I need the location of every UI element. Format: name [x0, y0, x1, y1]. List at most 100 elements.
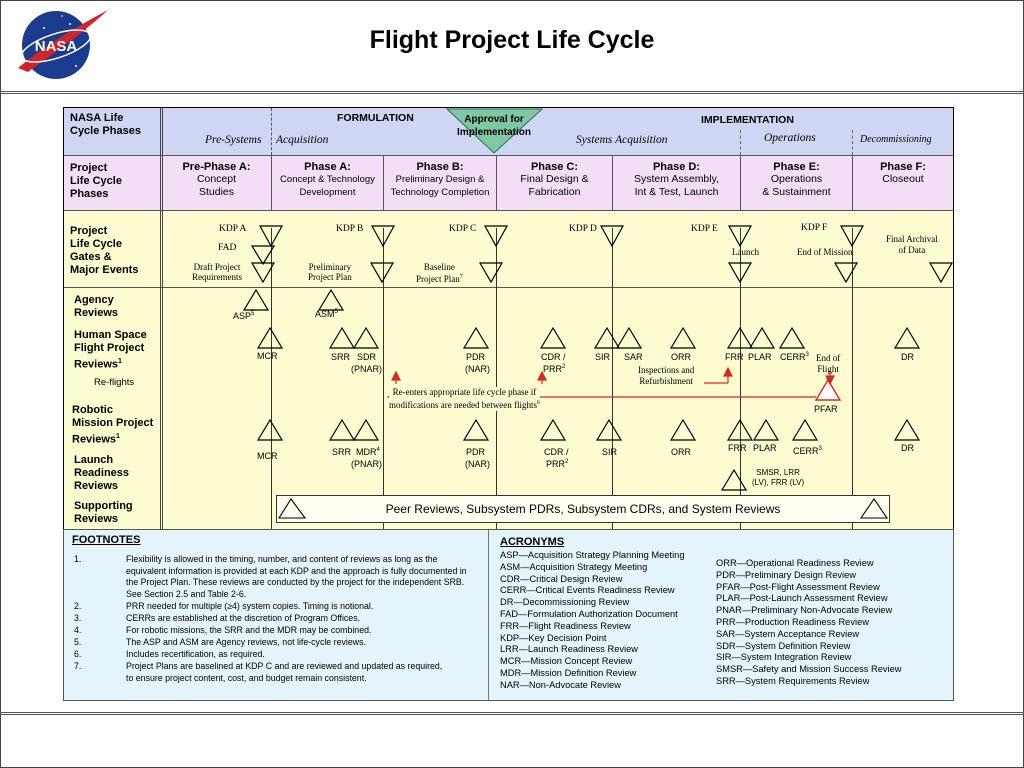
launch-label: Launch — [732, 247, 759, 257]
footnote-4: For robotic missions, the SRR and the MD… — [126, 625, 372, 635]
end-of-mission-label: End of Mission — [797, 247, 853, 257]
gates-band — [64, 211, 953, 288]
implementation-label: IMPLEMENTATION — [701, 114, 794, 126]
phase-d: Phase D: System Assembly,Int & Test, Lau… — [634, 161, 719, 198]
peer-reviews-text: Peer Reviews, Subsystem PDRs, Subsystem … — [385, 502, 781, 516]
robotic-prr-label: PRR2 — [546, 459, 569, 469]
kdp-e-label: KDP E — [691, 224, 718, 234]
kdp-b-label: KDP B — [336, 224, 364, 234]
human-pdr-label: PDR — [466, 352, 486, 362]
approval-arrow — [445, 108, 544, 154]
label-column-divider — [160, 108, 161, 530]
human-srr-label: SRR — [331, 352, 351, 362]
nasa-logo: NASA — [18, 10, 108, 79]
phase-f: Phase F: Closeout — [880, 161, 926, 185]
robotic-sir-label: SIR — [602, 447, 618, 457]
kdp-f-label: KDP F — [801, 223, 828, 233]
header-divider-2 — [0, 93, 1024, 94]
robotic-pdr-label: PDR — [466, 447, 486, 457]
human-dr-label: DR — [901, 352, 914, 362]
operations-label: Operations — [764, 132, 816, 144]
pfar-label: PFAR — [814, 404, 838, 414]
acronyms-col1: ASP—Acquisition Strategy Planning Meetin… — [500, 550, 685, 690]
footnote-3: CERRs are established at the discretion … — [126, 613, 361, 623]
kdp-c-label: KDP C — [449, 224, 477, 234]
systems-acquisition-label: Systems Acquisition — [576, 134, 668, 146]
robotic-mcr-label: MCR — [257, 451, 278, 461]
footnotes-panel: FOOTNOTES 1. Flexibility is allowed in t… — [63, 529, 954, 701]
human-sdr-label: SDR — [357, 352, 377, 362]
footnote-7: Project Plans are baselined at KDP C and… — [126, 661, 443, 683]
robotic-cerr-label: CERR3 — [793, 446, 822, 456]
header-divider — [0, 91, 1024, 92]
triangle-markers — [242, 225, 953, 491]
robotic-frr-label: FRR — [728, 443, 747, 453]
row-label-reflights: Re-flights — [94, 377, 135, 388]
asp-label: ASP5 — [233, 311, 255, 321]
human-mcr-label: MCR — [257, 351, 278, 361]
footnote-6: Includes recertification, as required. — [126, 649, 265, 659]
phase-b: Phase B: Preliminary Design &Technology … — [390, 161, 490, 198]
phase-c: Phase C: Final Design &Fabrication — [520, 161, 589, 198]
fad-label: FAD — [218, 243, 237, 253]
svg-text:NASA: NASA — [35, 38, 78, 55]
asm-label: ASM5 — [315, 309, 338, 319]
robotic-dr-label: DR — [901, 443, 914, 453]
acquisition-label: Acquisition — [276, 134, 329, 146]
human-plar-label: PLAR — [748, 352, 772, 362]
peer-reviews-bar: Peer Reviews, Subsystem PDRs, Subsystem … — [276, 495, 890, 523]
acronyms-heading: ACRONYMS — [500, 536, 565, 548]
robotic-cdr-label: CDR / — [544, 447, 569, 457]
robotic-srr-label: SRR — [332, 447, 352, 457]
footnotes-heading: FOOTNOTES — [72, 534, 141, 546]
reenter-note: Re-enters appropriate life cycle phase i… — [389, 387, 540, 411]
robotic-orr-label: ORR — [671, 447, 691, 457]
footnote-2: PRR needed for multiple (≥4) system copi… — [126, 601, 374, 611]
footer-divider — [0, 712, 1024, 713]
human-orr-label: ORR — [671, 352, 691, 362]
human-prr-label: PRR2 — [543, 364, 566, 374]
footnote-5: The ASP and ASM are Agency reviews, not … — [126, 637, 366, 647]
footnote-1: Flexibility is allowed in the timing, nu… — [126, 554, 467, 599]
kdp-a-label: KDP A — [219, 224, 247, 234]
kdp-d-label: KDP D — [569, 224, 597, 234]
robotic-mdr-label: MDR4 — [356, 447, 380, 457]
page-title: Flight Project Life Cycle — [369, 26, 655, 54]
human-pnar-label: (PNAR) — [351, 364, 382, 374]
pre-systems-label: Pre-Systems — [205, 134, 262, 146]
human-sir-label: SIR — [595, 352, 611, 362]
footer-divider-2 — [0, 714, 1024, 715]
robotic-plar-label: PLAR — [753, 443, 777, 453]
human-sar-label: SAR — [624, 352, 643, 362]
project-phases-band — [64, 156, 953, 211]
robotic-pnar-label: (PNAR) — [351, 459, 382, 469]
human-cdr-label: CDR / — [541, 352, 566, 362]
formulation-label: FORMULATION — [337, 112, 414, 124]
human-frr-label: FRR — [725, 352, 744, 362]
robotic-nar-label: (NAR) — [465, 459, 490, 469]
decommissioning-label: Decommissioning — [860, 134, 932, 145]
smsr-label: SMSR, LRR(LV), FRR (LV) — [752, 468, 805, 487]
human-nar-label: (NAR) — [465, 364, 490, 374]
phase-e: Phase E: Operations& Sustainment — [762, 161, 831, 198]
human-cerr-label: CERR3 — [780, 352, 809, 362]
